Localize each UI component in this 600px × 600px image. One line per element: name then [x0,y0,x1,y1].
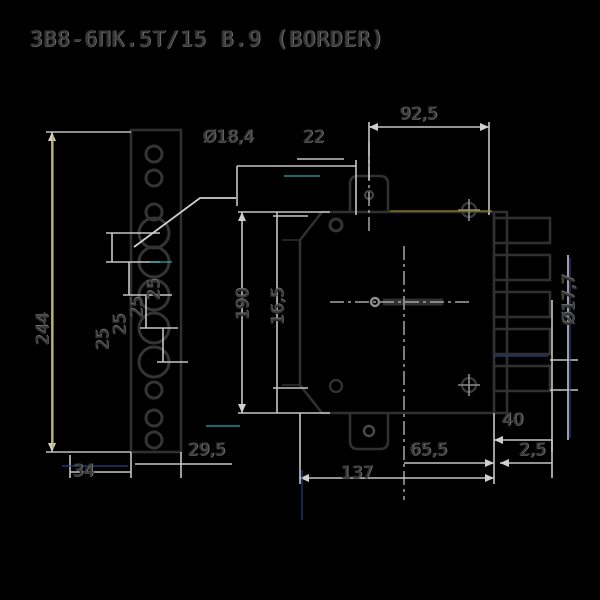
arrow-40-left [494,436,503,444]
dim-height-40: 40 [502,410,524,430]
drawing-title: ЗВ8-6ПК.5Т/15 В.9 (BORDER) [30,27,385,51]
dim-overall-height-244: 244 [33,312,53,345]
arrow-190-top [238,212,246,221]
dim-hole-dia-18-4: Ø18,4 [203,127,255,147]
plate-hole-small-4 [144,380,164,400]
right-fin-4 [492,327,552,356]
arrow-190-bottom [238,404,246,413]
body-feature-marks [328,190,480,438]
body-bolt-bot-left [328,378,344,394]
plate-hole-small-6 [144,430,164,450]
dim-width-137: 137 [341,463,374,483]
left-mounting-plate [129,128,183,454]
dim-height-16-5: 16,5 [268,287,288,325]
dim-offset-22: 22 [303,127,325,147]
dim-thickness-34: 34 [73,461,95,481]
part-outlines [129,128,552,454]
leader-dia-18-4 [133,197,236,248]
plate-hole-small-1 [144,144,164,164]
color-accent-lines [52,136,571,520]
arrow-137-right [485,474,494,482]
centerlines [330,142,470,500]
plate-hole-small-3 [144,202,164,222]
dimension-arrowheads [48,123,509,482]
flange-hole-bottom [362,424,376,438]
arrow-92-5-left [369,123,378,131]
dim-width-65-5: 65,5 [410,440,448,460]
right-fin-2 [492,253,552,282]
arrow-2-5-left [500,459,509,467]
right-fin-5 [492,364,552,393]
bottom-flange-tab [348,413,390,451]
dim-width-92-5: 92,5 [400,104,438,124]
arrow-244-top [48,132,56,141]
body-bolt-top-left [328,217,344,233]
dim-pitch-25-d: 25 [144,278,164,300]
arrow-244-bottom [48,443,56,452]
right-fin-3 [492,290,552,319]
dim-width-29-5: 29,5 [188,440,226,460]
dim-height-190: 190 [233,287,253,320]
arrow-65-5-right [485,459,494,467]
body-bolt-top-right-cross [458,199,480,221]
body-center-dot [369,296,381,308]
arrow-137-left [300,474,309,482]
dim-width-2-5: 2,5 [519,440,547,460]
dim-hole-dia-17-7: Ø17,7 [559,273,579,325]
plate-hole-small-2 [144,168,164,188]
plate-hole-small-5 [144,408,164,428]
arrow-92-5-right [480,123,489,131]
body-bolt-bot-right-cross [458,374,480,396]
right-fin-1 [492,216,552,245]
